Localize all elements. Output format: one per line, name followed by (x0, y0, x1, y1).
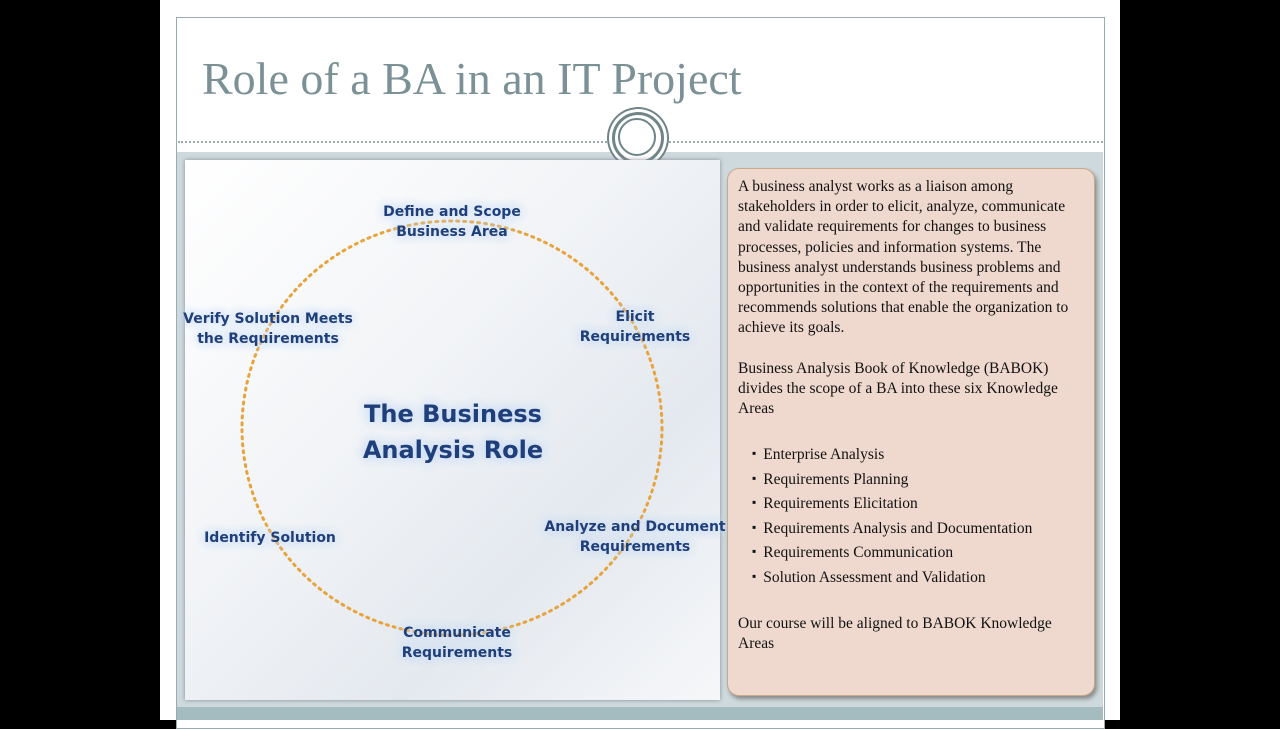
list-item: Requirements Elicitation (752, 492, 1084, 517)
cycle-ring (240, 219, 664, 637)
babok-paragraph: Business Analysis Book of Knowledge (BAB… (738, 359, 1058, 418)
list-item: Requirements Planning (752, 468, 1084, 493)
circle-ornament-icon (612, 112, 664, 164)
list-item: Requirements Analysis and Documentation (752, 517, 1084, 542)
list-item: Enterprise Analysis (752, 443, 1084, 468)
intro-paragraph: A business analyst works as a liaison am… (738, 178, 1069, 337)
node-identify-solution: Identify Solution (204, 530, 336, 546)
closing-paragraph: Our course will be aligned to BABOK Know… (738, 615, 1052, 653)
slide-title: Role of a BA in an IT Project (202, 53, 742, 104)
list-item: Solution Assessment and Validation (752, 566, 1084, 591)
bottom-bar (177, 707, 1103, 720)
knowledge-areas-list: Enterprise Analysis Requirements Plannin… (738, 443, 1084, 590)
list-item: Requirements Communication (752, 541, 1084, 566)
description-textbox: A business analyst works as a liaison am… (727, 168, 1095, 696)
dotted-cycle-ring (240, 219, 664, 637)
